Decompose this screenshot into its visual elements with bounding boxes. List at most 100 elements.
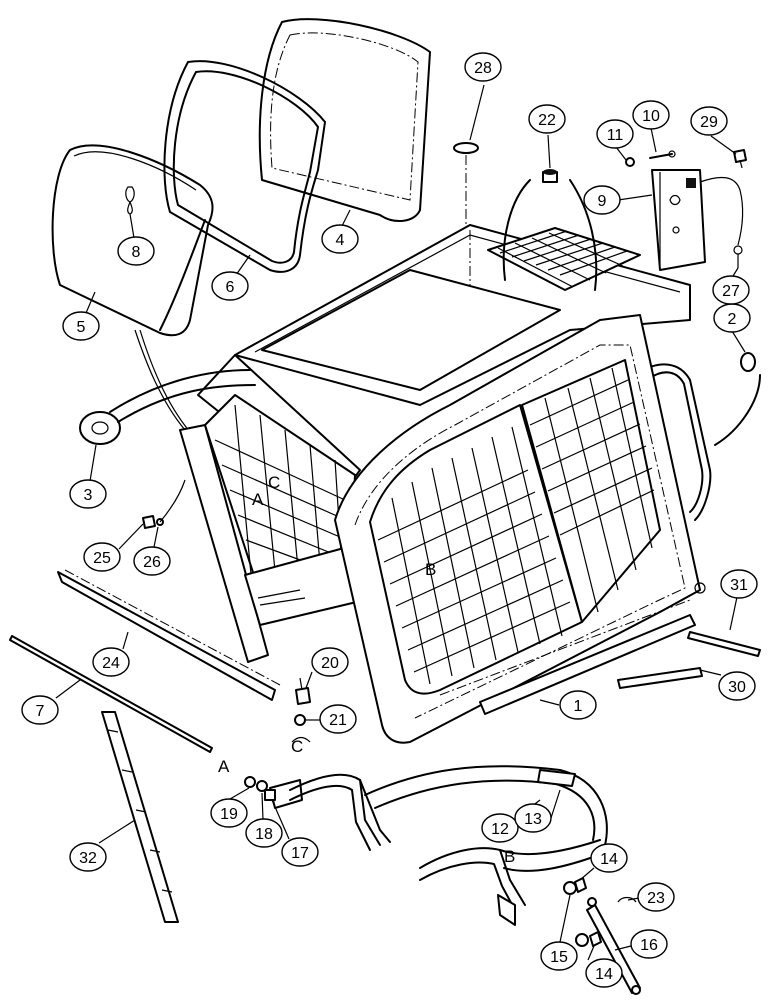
grommet-2 bbox=[714, 352, 761, 446]
callout-22: 22 bbox=[528, 104, 566, 134]
plug-22 bbox=[502, 169, 598, 291]
trim-24 bbox=[57, 569, 281, 701]
callout-label: 9 bbox=[598, 193, 607, 210]
callout-label: 15 bbox=[550, 949, 568, 966]
seat-bar-assembly bbox=[269, 765, 608, 926]
callout-label: 6 bbox=[226, 279, 235, 296]
callout-label: 14 bbox=[595, 966, 613, 983]
callout-label: 3 bbox=[84, 487, 93, 504]
ref-letter-b-grille: B bbox=[425, 560, 436, 579]
bolt-20-21 bbox=[291, 677, 311, 743]
callout-11: 11 bbox=[596, 119, 634, 149]
callout-label: 4 bbox=[336, 232, 345, 249]
callout-label: 25 bbox=[93, 550, 111, 567]
callout-label: 23 bbox=[647, 890, 665, 907]
grommet-3 bbox=[79, 369, 256, 445]
callout-label: 8 bbox=[132, 244, 141, 261]
cab-frame bbox=[179, 224, 712, 744]
callout-label: 13 bbox=[524, 811, 542, 828]
callout-14-lower: 14 bbox=[585, 958, 623, 988]
callout-24: 24 bbox=[92, 647, 130, 677]
callout-25: 25 bbox=[83, 542, 121, 572]
pin-10 bbox=[649, 150, 676, 159]
callout-label: 22 bbox=[538, 112, 556, 129]
callout-label: 7 bbox=[36, 703, 45, 720]
hardware-17-18-19 bbox=[244, 776, 276, 801]
callout-18: 18 bbox=[245, 818, 283, 848]
window-seal bbox=[163, 60, 326, 273]
ref-letter-b-free: B bbox=[504, 847, 515, 866]
callout-20: 20 bbox=[311, 647, 349, 677]
callout-14-upper: 14 bbox=[590, 843, 628, 873]
seal-tail bbox=[134, 219, 206, 433]
strip-32 bbox=[101, 711, 179, 923]
callout-27: 27 bbox=[712, 275, 750, 305]
callout-13: 13 bbox=[514, 803, 552, 833]
screw-25-26 bbox=[142, 479, 186, 529]
callout-32: 32 bbox=[69, 842, 107, 872]
callout-23: 23 bbox=[637, 882, 675, 912]
callout-label: 10 bbox=[642, 108, 660, 125]
callout-label: 27 bbox=[722, 283, 740, 300]
rear-window-panel bbox=[51, 144, 214, 337]
rear-window-glass bbox=[258, 18, 431, 222]
strip-31 bbox=[687, 631, 761, 657]
ref-letter-c-free: C bbox=[291, 737, 303, 756]
callout-label: 5 bbox=[77, 319, 86, 336]
callout-label: 14 bbox=[600, 851, 618, 868]
callout-label: 1 bbox=[574, 698, 583, 715]
callout-26: 26 bbox=[133, 546, 171, 576]
ref-letter-c-cab: C bbox=[268, 473, 280, 492]
callout-19: 19 bbox=[210, 798, 248, 828]
callout-label: 28 bbox=[474, 60, 492, 77]
callout-15: 15 bbox=[540, 941, 578, 971]
washer-11 bbox=[625, 157, 635, 167]
callout-10: 10 bbox=[632, 100, 670, 130]
callout-16: 16 bbox=[630, 929, 668, 959]
cable-wire bbox=[699, 176, 744, 268]
strip-7 bbox=[9, 635, 213, 753]
callout-label: 20 bbox=[321, 655, 339, 672]
callout-3: 3 bbox=[69, 479, 107, 509]
ref-letter-a-cab: A bbox=[252, 490, 264, 509]
callout-label: 2 bbox=[728, 311, 737, 328]
callout-12: 12 bbox=[481, 813, 519, 843]
callout-label: 16 bbox=[640, 937, 658, 954]
callout-9: 9 bbox=[583, 185, 621, 215]
callout-6: 6 bbox=[211, 271, 249, 301]
ref-letter-a-free: A bbox=[218, 757, 230, 776]
callout-label: 21 bbox=[329, 712, 347, 729]
callout-label: 32 bbox=[79, 850, 97, 867]
callout-label: 24 bbox=[102, 655, 120, 672]
cover-plate bbox=[651, 169, 706, 271]
bolt-29 bbox=[733, 149, 747, 169]
callout-4: 4 bbox=[321, 224, 359, 254]
callout-label: 19 bbox=[220, 806, 238, 823]
callout-1: 1 bbox=[559, 690, 597, 720]
clip-23 bbox=[617, 896, 637, 903]
callout-label: 17 bbox=[291, 845, 309, 862]
callout-label: 29 bbox=[700, 114, 718, 131]
callout-label: 31 bbox=[730, 577, 748, 594]
callout-label: 18 bbox=[255, 826, 273, 843]
gas-spring-16 bbox=[586, 897, 641, 995]
callout-label: 26 bbox=[143, 554, 161, 571]
roof-vent bbox=[487, 227, 641, 291]
callout-label: 12 bbox=[491, 821, 509, 838]
callout-leaders bbox=[55, 84, 746, 961]
callout-5: 5 bbox=[62, 311, 100, 341]
callout-8: 8 bbox=[117, 236, 155, 266]
callout-21: 21 bbox=[319, 704, 357, 734]
strip-30 bbox=[617, 667, 703, 689]
callout-label: 11 bbox=[607, 127, 624, 144]
callout-28: 28 bbox=[464, 52, 502, 82]
callout-label: 30 bbox=[728, 679, 746, 696]
callout-31: 31 bbox=[720, 569, 758, 599]
callout-7: 7 bbox=[21, 695, 59, 725]
cap-28 bbox=[453, 142, 479, 225]
callout-29: 29 bbox=[690, 106, 728, 136]
callout-17: 17 bbox=[281, 837, 319, 867]
callout-30: 30 bbox=[718, 671, 756, 701]
callout-2: 2 bbox=[713, 303, 751, 333]
